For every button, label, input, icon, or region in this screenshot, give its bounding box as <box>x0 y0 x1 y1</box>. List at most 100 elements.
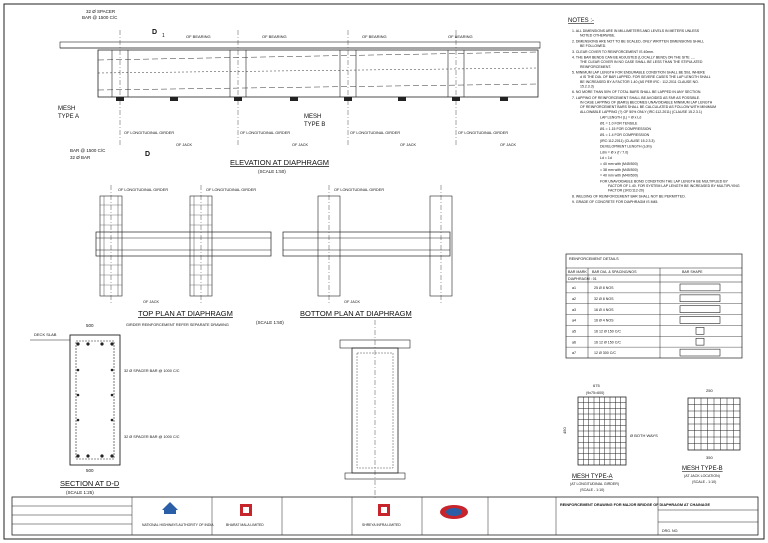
consultant-logo <box>440 505 468 519</box>
contractor-logo-1 <box>240 504 252 516</box>
dia-bottom-label: 32 Ø BAR <box>70 155 91 160</box>
contractor-name-1: BHARAT MALA LIMITED <box>226 523 264 527</box>
of-jack-3: OF JACK <box>400 143 417 147</box>
deck-slab-label: DECK SLAB <box>34 332 57 337</box>
note-line: Ld = 1d <box>600 156 612 160</box>
note-line: 8. WELDING OF REINFORCEMENT BAR SHALL NO… <box>572 194 686 198</box>
section-scale: (SCALE 1:25) <box>66 490 94 495</box>
mesh-b-scale: (SCALE - 1:10) <box>692 480 716 484</box>
of-jack-1: OF JACK <box>176 143 193 147</box>
mesh-a-title: MESH TYPE-A <box>572 474 613 480</box>
schedule-row-shape <box>679 348 721 357</box>
schedule-row-shape <box>679 283 721 292</box>
note-line: REINFORCEMENT. <box>580 65 611 69</box>
of-bearing-2: OF BEARING <box>262 34 287 39</box>
bar-bottom-label: BAR @ 1500 C/C <box>70 148 106 153</box>
section-dim-top: 500 <box>86 323 94 328</box>
note-line: FACTOR OF 1.40. FOR SYSTEM LAP LENGTH BE… <box>608 184 740 188</box>
of-girder-1: OF LONGITUDINAL GIRDER <box>124 131 174 135</box>
mesh-b-sub: (AT JACK LOCATION) <box>684 474 720 478</box>
section-note-2: 32 Ø SPACER BAR @ 1000 C/C <box>124 435 180 439</box>
top-plan-view: OF LONGITUDINAL GIRDER OF LONGITUDINAL G… <box>95 185 284 325</box>
bottom-plan-title: BOTTOM PLAN AT DIAPHRAGM <box>300 309 412 318</box>
mesh-b-dim-top: 250 <box>706 388 713 393</box>
contractor-name-2: SHREYA INFRA LIMITED <box>362 523 401 527</box>
note-line: Ldm = Ø x (f / 7.0) <box>600 150 628 154</box>
note-line: NOTED OTHERWISE. <box>580 34 615 38</box>
schedule-row-shape <box>679 316 721 324</box>
top-plan-title: TOP PLAN AT DIAPHRAGM <box>138 309 233 318</box>
schedule-row-desc: 25 Ø 8 NOS <box>594 286 614 290</box>
note-line: 2. DIMENSIONS ARE NOT TO BE SCALED, ONLY… <box>572 39 704 43</box>
of-girder-4: OF LONGITUDINAL GIRDER <box>458 131 508 135</box>
drawing-title: REINFORCEMENT DRAWING FOR MAJOR BRIDGE O… <box>560 503 710 507</box>
schedule-row-mark: a2 <box>572 297 576 301</box>
bar-top-label: BAR @ 1500 C/C <box>82 15 118 20</box>
type-b-label: TYPE B <box>304 122 325 128</box>
note-line: 3. CLEAR COVER TO REINFORCEMENT IS 40mm. <box>572 50 654 54</box>
type-a-label: TYPE A <box>58 114 79 120</box>
top-plan-beam <box>95 231 272 257</box>
mesh-a-sub: (AT LONGITUDINAL GIRDER) <box>570 482 619 486</box>
section-outline <box>69 334 121 466</box>
notes-lines: 1. ALL DIMENSIONS ARE IN MILLIMETERS AND… <box>572 29 740 204</box>
schedule-section-label: DIAPHRAGM : 01 <box>568 277 597 281</box>
note-line: BE FOLLOWED. <box>580 44 606 48</box>
note-line: 7. LAPPING OF REINFORCEMENT SHALL BE AVO… <box>572 96 700 100</box>
schedule-row-desc: 12 Ø 300 C/C <box>594 351 616 355</box>
schedule-row-desc: 16 Ø 4 NOS <box>594 308 614 312</box>
client-name: NATIONAL HIGHWAYS AUTHORITY OF INDIA <box>142 523 214 527</box>
note-line: Ø1 = 1.4 FOR COMPRESSION <box>600 133 650 137</box>
note-line: LAP LENGTH (L) = Ø x Ld <box>600 116 641 120</box>
note-line: IN CASE LAPPING OF (BARS) BECOMES UNAVOI… <box>580 101 713 105</box>
schedule-header-shape: BAR SHAPE <box>682 270 703 274</box>
note-line: 6. NO MORE THAN 50% OF TOTAL BARS SHALL … <box>572 90 701 94</box>
schedule-row-shape <box>679 305 721 313</box>
mesh-a-both-ways: Ø BOTH WAYS <box>630 433 658 438</box>
schedule-row-desc: 16 Ø 4 NOS <box>594 319 614 323</box>
note-line: Ø1 = 1.0 FOR TENSILE <box>600 121 638 125</box>
schedule-row-shape <box>679 294 721 303</box>
bottom-plan-view: OF LONGITUDINAL GIRDER OF JACK BOTTOM PL… <box>282 185 453 318</box>
note-line: DEVELOPMENT LENGTH (Ldm) <box>600 145 652 149</box>
of-girder-2: OF LONGITUDINAL GIRDER <box>240 131 290 135</box>
section-note-1: 32 Ø SPACER BAR @ 1000 C/C <box>124 369 180 373</box>
section-dd-view: DECK SLAB GIRDER REINFORCEMENT REFER SEP… <box>30 323 229 495</box>
schedule-row-mark: a7 <box>572 351 576 355</box>
mesh-a-dim-top: 675 <box>593 383 600 388</box>
note-line: OF REINFORCEMENT BARS SHALL BE CALCULATE… <box>580 105 716 109</box>
bottom-plan-of-girder: OF LONGITUDINAL GIRDER <box>334 188 384 192</box>
schedule-row-mark: a1 <box>572 286 576 290</box>
mesh-type-b: 250 350 MESH TYPE-B (AT JACK LOCATION) (… <box>682 388 741 484</box>
section-title: SECTION AT D-D <box>60 479 120 488</box>
note-line: 15.2.3.3) <box>580 84 594 88</box>
note-line: FOR UNAVOIDABLE BOND CONDITION THE LAP L… <box>600 179 729 183</box>
girder-reinf-label: GIRDER REINFORCEMENT REFER SEPARATE DRAW… <box>126 323 229 327</box>
title-block-border <box>11 496 759 536</box>
note-line: = 38 mm with (M45/500) <box>600 168 638 172</box>
schedule-row-mark: a5 <box>572 329 576 333</box>
schedule-row-shape <box>695 337 705 346</box>
mesh-a-dim-side: 450 <box>562 427 567 434</box>
note-line: 4. THE BAR BENDS CAN BE ADJUSTED (LOCALL… <box>572 56 694 60</box>
note-line: Ø1 = 1.15 FOR COMPRESSION <box>600 127 652 131</box>
notes-heading: NOTES :- <box>568 18 594 24</box>
note-line: d IS THE DIA. OF BAR LAPPED. FOR SEVERE … <box>580 75 711 79</box>
schedule-row-mark: a4 <box>572 319 576 323</box>
of-bearing-3: OF BEARING <box>362 34 387 39</box>
spacer-top-label: 32 Ø SPACER <box>86 9 116 14</box>
top-plan-of-jack: OF JACK <box>143 300 160 304</box>
top-plan-of-girder-1: OF LONGITUDINAL GIRDER <box>118 188 168 192</box>
mesh-a-label: MESH <box>58 106 75 112</box>
note-line: = 40 mm with (M45/500) <box>600 162 638 166</box>
schedule-row-desc: 16 12 Ø 150 C/C <box>594 329 621 333</box>
schedule-title: REINFORCEMENT DETAILS <box>569 257 619 261</box>
section-mark-top: D <box>152 29 157 36</box>
mesh-b-title: MESH TYPE-B <box>682 466 723 472</box>
of-girder-3: OF LONGITUDINAL GIRDER <box>350 131 400 135</box>
contractor-logo-2 <box>378 504 390 516</box>
schedule-header-desc: BAR DIA. & SPACING/NOS <box>592 270 637 274</box>
mesh-b-dim-bottom: 350 <box>706 455 713 460</box>
